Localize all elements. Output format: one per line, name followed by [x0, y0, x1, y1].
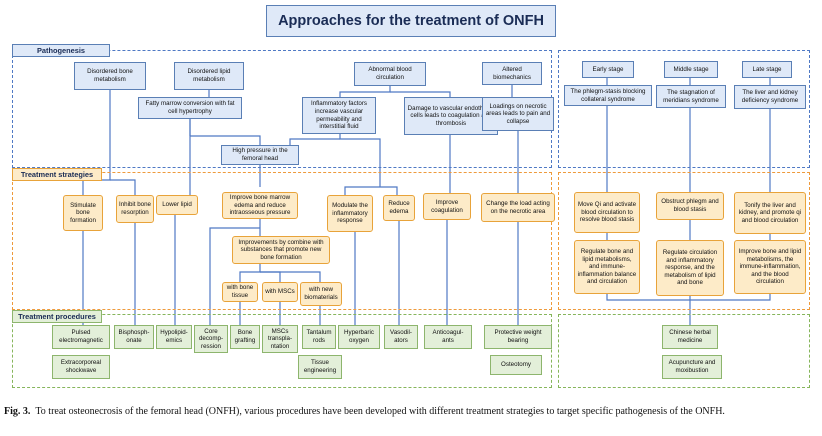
procedure-bisphosphonate: Bisphosph-onate: [114, 325, 154, 349]
strategy-change-load: Change the load acting on the necrotic a…: [481, 193, 555, 222]
node-disordered-bone-metabolism: Disordered bone metabolism: [74, 62, 146, 90]
strategy-stimulate-bone-formation: Stimulate bone formation: [63, 195, 103, 231]
strategies-region: [12, 172, 552, 310]
figure-label: Fig. 3.: [4, 406, 31, 417]
section-label-procedures: Treatment procedures: [12, 310, 102, 323]
procedure-chinese-herbal-medicine: Chinese herbal medicine: [662, 325, 718, 349]
node-phlegm-stasis-syndrome: The phlegm-stasis blocking collateral sy…: [564, 85, 652, 106]
procedure-core-decompression: Core decomp-ression: [194, 325, 228, 353]
node-abnormal-blood-circulation: Abnormal blood circulation: [354, 62, 426, 86]
node-high-pressure-femoral: High pressure in the femoral head: [221, 145, 299, 165]
node-liver-kidney-deficiency: The liver and kidney deficiency syndrome: [734, 85, 806, 109]
procedure-osteotomy: Osteotomy: [490, 355, 542, 375]
strategy-improvements-combine: Improvements by combine with substances …: [232, 236, 330, 264]
procedure-vasodilators: Vasodil-ators: [384, 325, 418, 349]
figure-caption-text: To treat osteonecrosis of the femoral he…: [35, 406, 725, 417]
node-early-stage: Early stage: [582, 61, 634, 78]
strategy-improve-late: Improve bone and lipid metabolisms, the …: [734, 240, 806, 294]
strategy-lower-lipid: Lower lipid: [156, 195, 198, 215]
procedure-tantalum-rods: Tantalum rods: [302, 325, 336, 349]
strategy-reduce-edema: Reduce edema: [383, 195, 415, 221]
strategy-improve-bone-marrow-edema: Improve bone marrow edema and reduce int…: [222, 192, 298, 219]
strategy-with-bone-tissue: with bone tissue: [222, 282, 258, 302]
strategy-with-mscs: with MSCs: [262, 282, 298, 302]
node-inflammatory-factors: Inflammatory factors increase vascular p…: [302, 97, 376, 134]
strategy-modulate-inflammatory: Modulate the inflammatory response: [327, 195, 373, 232]
procedure-bone-grafting: Bone grafting: [230, 325, 260, 349]
node-altered-biomechanics: Altered biomechanics: [482, 62, 542, 85]
strategy-move-qi: Move Qi and activate blood circulation t…: [574, 192, 640, 233]
node-late-stage: Late stage: [742, 61, 792, 78]
strategy-tonify-liver-kidney: Tonify the liver and kidney, and promote…: [734, 192, 806, 234]
node-stagnation-meridians-syndrome: The stagnation of meridians syndrome: [656, 85, 726, 108]
strategy-obstruct-phlegm: Obstruct phlegm and blood stasis: [656, 192, 724, 220]
procedure-extracorporeal-shockwave: Extracorporeal shockwave: [52, 355, 110, 379]
strategy-regulate-middle: Regulate circulation and inflammatory re…: [656, 240, 724, 296]
node-fatty-marrow-conversion: Fatty marrow conversion with fat cell hy…: [138, 97, 242, 119]
figure-caption: Fig. 3. To treat osteonecrosis of the fe…: [4, 405, 818, 418]
section-label-strategies: Treatment strategies: [12, 168, 102, 181]
diagram-title: Approaches for the treatment of ONFH: [266, 5, 556, 37]
procedure-hyperbaric-oxygen: Hyperbaric oxygen: [338, 325, 380, 349]
strategy-inhibit-bone-resorption: Inhibit bone resorption: [116, 195, 154, 223]
procedures-region: [12, 314, 552, 388]
procedure-mscs-transplantation: MSCs transpla-ntation: [262, 325, 298, 353]
section-label-pathogenesis: Pathogenesis: [12, 44, 110, 57]
procedure-tissue-engineering: Tissue engineering: [298, 355, 342, 379]
procedure-acupuncture-moxibustion: Acupuncture and moxibustion: [662, 355, 722, 379]
procedure-pulsed-electromagnetic: Pulsed electromagnetic: [52, 325, 110, 349]
procedure-protective-weight-bearing: Protective weight bearing: [484, 325, 552, 349]
procedure-anticoagulants: Anticoagul-ants: [424, 325, 472, 349]
node-loadings-necrotic: Loadings on necrotic areas leads to pain…: [482, 97, 554, 131]
tcm-procedures-region: [558, 314, 810, 388]
procedure-hypolipidemics: Hypolipid-emics: [156, 325, 192, 349]
strategy-regulate-early: Regulate bone and lipid metabolisms, and…: [574, 240, 640, 294]
tcm-strategies-region: [558, 172, 810, 310]
tcm-pathogenesis-region: [558, 50, 810, 168]
node-middle-stage: Middle stage: [664, 61, 718, 78]
strategy-improve-coagulation: Improve coagulation: [423, 193, 471, 220]
node-disordered-lipid-metabolism: Disordered lipid metabolism: [174, 62, 244, 90]
strategy-with-new-biomaterials: with new biomaterials: [300, 282, 342, 306]
